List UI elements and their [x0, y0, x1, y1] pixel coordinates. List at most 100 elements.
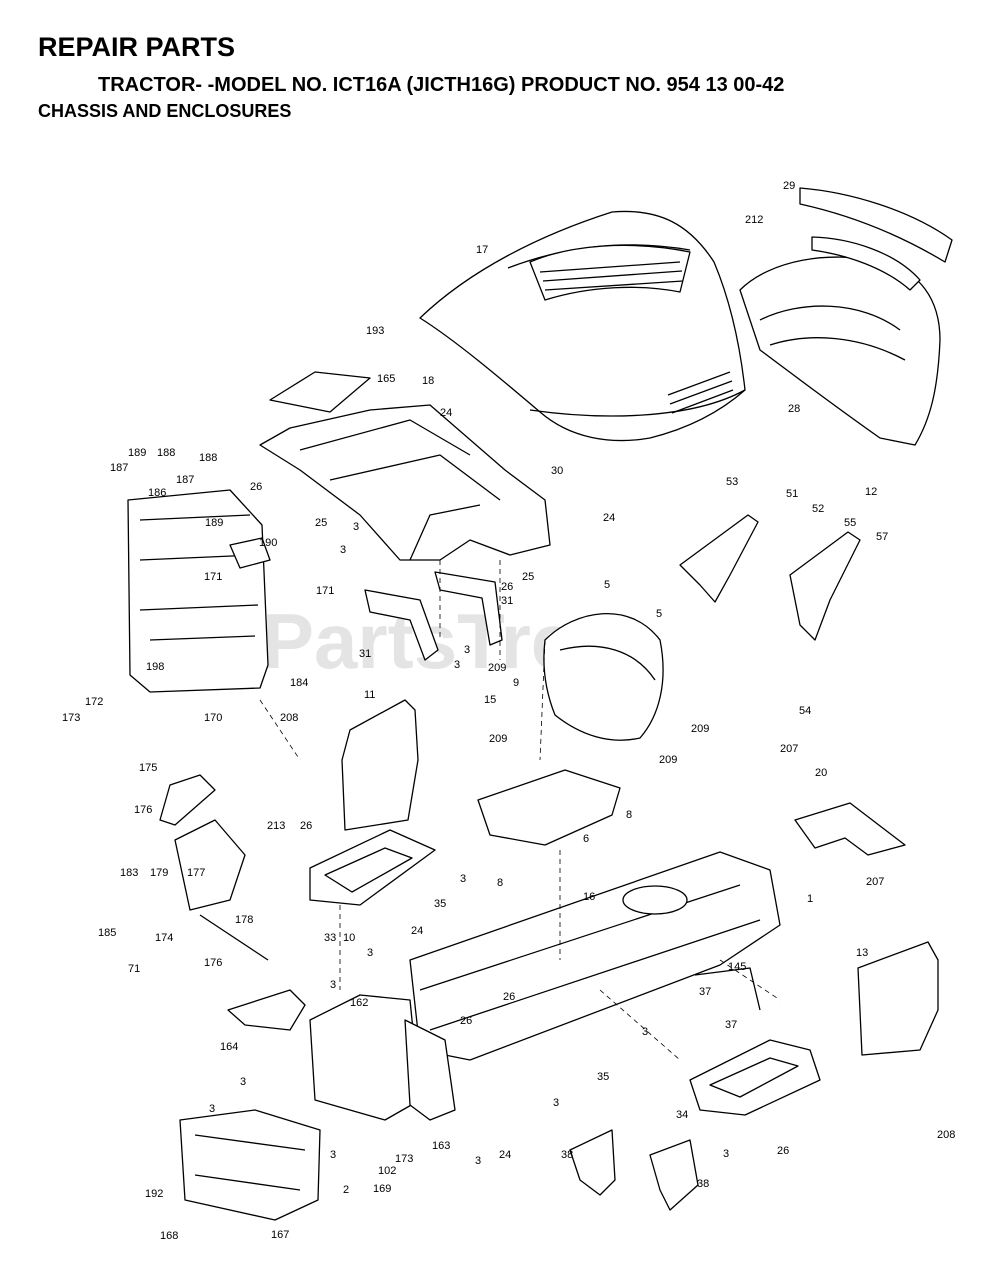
callout-163[interactable]: 163	[432, 1140, 450, 1152]
callout-189[interactable]: 189	[128, 447, 146, 459]
callout-6[interactable]: 6	[583, 833, 589, 845]
callout-18[interactable]: 18	[422, 375, 434, 387]
callout-26[interactable]: 26	[501, 581, 513, 593]
dash-console-part[interactable]	[259, 404, 551, 561]
callout-35[interactable]: 35	[597, 1071, 609, 1083]
callout-172[interactable]: 172	[85, 696, 103, 708]
callout-102[interactable]: 102	[378, 1165, 396, 1177]
bracket-53-part[interactable]	[679, 514, 759, 603]
callout-3[interactable]: 3	[340, 544, 346, 556]
rod-176-part[interactable]	[199, 914, 269, 961]
callout-11[interactable]: 11	[364, 689, 375, 701]
callout-35[interactable]: 35	[434, 898, 446, 910]
callout-187[interactable]: 187	[176, 474, 194, 486]
lens-part[interactable]	[811, 236, 921, 291]
callout-213[interactable]: 213	[267, 820, 285, 832]
lever-175-part[interactable]	[159, 774, 216, 826]
front-panel-162-part[interactable]	[309, 994, 421, 1121]
callout-53[interactable]: 53	[726, 476, 738, 488]
callout-31[interactable]: 31	[501, 595, 513, 607]
callout-26[interactable]: 26	[460, 1015, 472, 1027]
callout-170[interactable]: 170	[204, 712, 222, 724]
callout-26[interactable]: 26	[250, 481, 262, 493]
callout-30[interactable]: 30	[551, 465, 563, 477]
callout-188[interactable]: 188	[157, 447, 175, 459]
callout-207[interactable]: 207	[866, 876, 884, 888]
callout-1[interactable]: 1	[807, 893, 813, 905]
cover-plate-part[interactable]	[477, 769, 621, 846]
bumper-part[interactable]	[799, 187, 953, 263]
callout-192[interactable]: 192	[145, 1188, 163, 1200]
callout-37[interactable]: 37	[725, 1019, 737, 1031]
bracket-31-left-part[interactable]	[364, 589, 439, 661]
bracket-164-part[interactable]	[227, 989, 306, 1031]
callout-25[interactable]: 25	[315, 517, 327, 529]
callout-198[interactable]: 198	[146, 661, 164, 673]
front-bumper-part[interactable]	[179, 1109, 321, 1221]
callout-188[interactable]: 188	[199, 452, 217, 464]
callout-2[interactable]: 2	[343, 1184, 349, 1196]
callout-208[interactable]: 208	[280, 712, 298, 724]
callout-187[interactable]: 187	[110, 462, 128, 474]
callout-183[interactable]: 183	[120, 867, 138, 879]
callout-3[interactable]: 3	[553, 1097, 559, 1109]
callout-162[interactable]: 162	[350, 997, 368, 1009]
callout-168[interactable]: 168	[160, 1230, 178, 1242]
callout-209[interactable]: 209	[691, 723, 709, 735]
callout-38[interactable]: 38	[561, 1149, 573, 1161]
callout-173[interactable]: 173	[62, 712, 80, 724]
callout-15[interactable]: 15	[484, 694, 496, 706]
side-panel-13-part[interactable]	[857, 941, 939, 1056]
callout-179[interactable]: 179	[150, 867, 168, 879]
callout-189[interactable]: 189	[205, 517, 223, 529]
callout-171[interactable]: 171	[316, 585, 334, 597]
callout-209[interactable]: 209	[659, 754, 677, 766]
callout-28[interactable]: 28	[788, 403, 800, 415]
callout-3[interactable]: 3	[475, 1155, 481, 1167]
callout-38[interactable]: 38	[697, 1178, 709, 1190]
callout-173[interactable]: 173	[395, 1153, 413, 1165]
callout-26[interactable]: 26	[777, 1145, 789, 1157]
callout-212[interactable]: 212	[745, 214, 763, 226]
front-grille-part[interactable]	[739, 256, 941, 446]
bracket-55-part[interactable]	[789, 531, 861, 641]
callout-3[interactable]: 3	[642, 1026, 648, 1038]
callout-55[interactable]: 55	[844, 517, 856, 529]
callout-33[interactable]: 33	[324, 932, 336, 944]
callout-185[interactable]: 185	[98, 927, 116, 939]
callout-209[interactable]: 209	[488, 662, 506, 674]
callout-71[interactable]: 71	[128, 963, 140, 975]
callout-3[interactable]: 3	[353, 521, 359, 533]
callout-176[interactable]: 176	[134, 804, 152, 816]
callout-193[interactable]: 193	[366, 325, 384, 337]
decal-plate-part[interactable]	[269, 371, 371, 413]
hood-grille-part[interactable]	[529, 244, 691, 301]
bracket-190-part[interactable]	[229, 537, 271, 569]
callout-37[interactable]: 37	[699, 986, 711, 998]
front-panel-163-part[interactable]	[404, 1019, 456, 1121]
callout-178[interactable]: 178	[235, 914, 253, 926]
callout-51[interactable]: 51	[786, 488, 798, 500]
callout-8[interactable]: 8	[626, 809, 632, 821]
callout-3[interactable]: 3	[723, 1148, 729, 1160]
callout-3[interactable]: 3	[464, 644, 470, 656]
callout-184[interactable]: 184	[290, 677, 308, 689]
callout-3[interactable]: 3	[330, 979, 336, 991]
callout-17[interactable]: 17	[476, 244, 488, 256]
callout-26[interactable]: 26	[503, 991, 515, 1003]
bracket-145-part[interactable]	[694, 967, 761, 1011]
callout-145[interactable]: 145	[728, 961, 746, 973]
callout-20[interactable]: 20	[815, 767, 827, 779]
callout-165[interactable]: 165	[377, 373, 395, 385]
callout-207[interactable]: 207	[780, 743, 798, 755]
callout-3[interactable]: 3	[460, 873, 466, 885]
callout-177[interactable]: 177	[187, 867, 205, 879]
bracket-38-left-part[interactable]	[569, 1129, 616, 1196]
callout-3[interactable]: 3	[240, 1076, 246, 1088]
callout-12[interactable]: 12	[865, 486, 877, 498]
steering-housing-part[interactable]	[543, 612, 664, 741]
callout-5[interactable]: 5	[604, 579, 610, 591]
callout-8[interactable]: 8	[497, 877, 503, 889]
callout-3[interactable]: 3	[367, 947, 373, 959]
callout-54[interactable]: 54	[799, 705, 811, 717]
